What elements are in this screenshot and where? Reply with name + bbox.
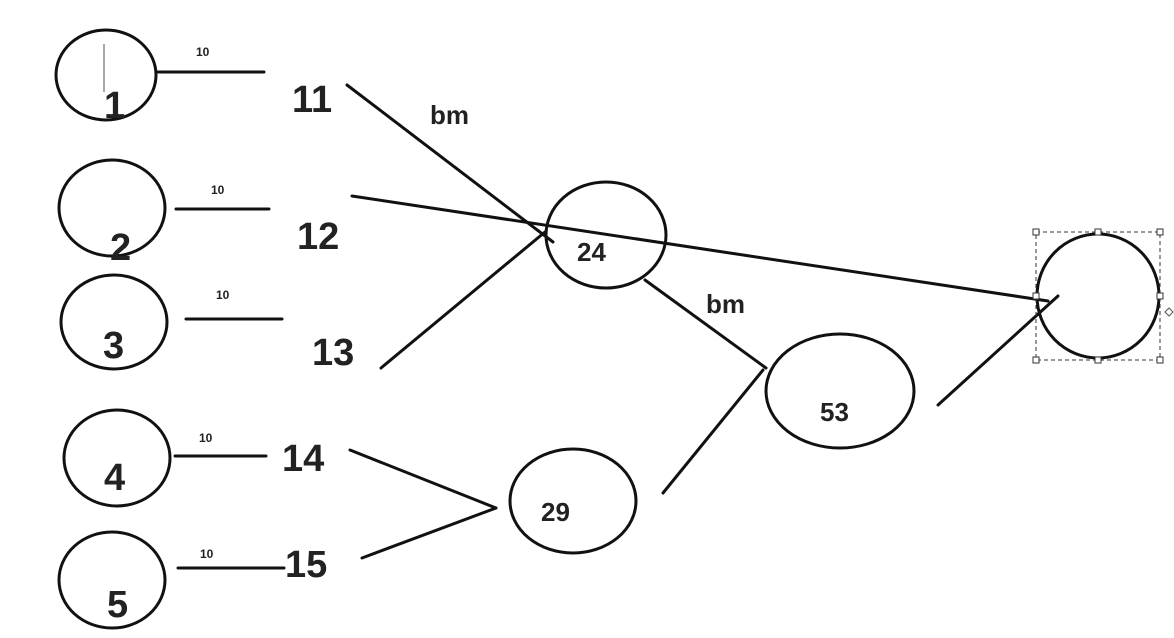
inner-node-53-label: 53 (820, 397, 849, 427)
root-node-circle[interactable] (1035, 232, 1161, 360)
inner-node-29-label: 29 (541, 497, 570, 527)
resize-handle-bottom-left[interactable] (1032, 356, 1040, 364)
move-cursor-icon (1164, 307, 1174, 317)
edge-label-bm-2: bm (706, 289, 745, 319)
leaf-node-2-circle[interactable] (57, 158, 167, 258)
edge-15-to-29 (360, 506, 498, 560)
inner-node-24-circle[interactable] (544, 180, 668, 290)
leaf-node-1-circle[interactable] (54, 28, 158, 122)
leaf-node-5[interactable]: 5 (57, 530, 167, 630)
leaf-node-5-label: 5 (107, 584, 128, 626)
leaf-node-3-circle[interactable] (59, 273, 169, 371)
edge-11-to-24 (345, 83, 555, 244)
leaf-node-2[interactable]: 2 (57, 158, 167, 269)
value-label-11: 11 (292, 79, 332, 121)
value-label-12: 12 (297, 216, 339, 258)
edge-24-to-53 (643, 278, 768, 370)
edge-14-to-29 (348, 448, 498, 510)
resize-handle-left[interactable] (1032, 292, 1040, 300)
resize-handle-top[interactable] (1094, 228, 1102, 236)
edge-29-to-53 (661, 368, 765, 495)
inner-node-29[interactable]: 29 (508, 447, 638, 555)
leaf-node-4-circle[interactable] (62, 408, 172, 508)
leaf-node-3-label: 3 (103, 325, 124, 367)
weight-label-3: 10 (216, 288, 230, 302)
inner-node-24[interactable]: 24 (544, 180, 668, 290)
resize-handle-bottom[interactable] (1094, 356, 1102, 364)
value-label-15: 15 (285, 544, 327, 586)
edge-13-to-24 (379, 230, 547, 370)
leaf-node-2-label: 2 (110, 227, 131, 269)
inner-node-53[interactable]: 53 (764, 332, 916, 450)
leaf-node-3[interactable]: 3 (59, 273, 169, 371)
resize-handle-right[interactable] (1156, 292, 1164, 300)
inner-node-29-circle[interactable] (508, 447, 638, 555)
leaf-node-4[interactable]: 4 (62, 408, 172, 508)
edge-12-to-root (350, 194, 1050, 303)
weight-label-4: 10 (199, 431, 213, 445)
leaf-node-1[interactable]: 1 (54, 28, 158, 127)
leaf-node-5-circle[interactable] (57, 530, 167, 630)
weight-label-1: 10 (196, 45, 210, 59)
selection-box[interactable] (1032, 228, 1174, 364)
resize-handle-bottom-right[interactable] (1156, 356, 1164, 364)
weight-label-2: 10 (211, 183, 225, 197)
root-node[interactable] (1035, 232, 1161, 360)
weight-label-5: 10 (200, 547, 214, 561)
value-label-14: 14 (282, 438, 324, 480)
edge-label-bm-1: bm (430, 100, 469, 130)
leaf-node-4-label: 4 (104, 457, 125, 499)
inner-node-53-circle[interactable] (764, 332, 916, 450)
value-label-13: 13 (312, 332, 354, 374)
resize-handle-top-left[interactable] (1032, 228, 1040, 236)
leaf-node-1-label: 1 (104, 85, 125, 127)
resize-handle-top-right[interactable] (1156, 228, 1164, 236)
inner-node-24-label: 24 (577, 237, 606, 267)
